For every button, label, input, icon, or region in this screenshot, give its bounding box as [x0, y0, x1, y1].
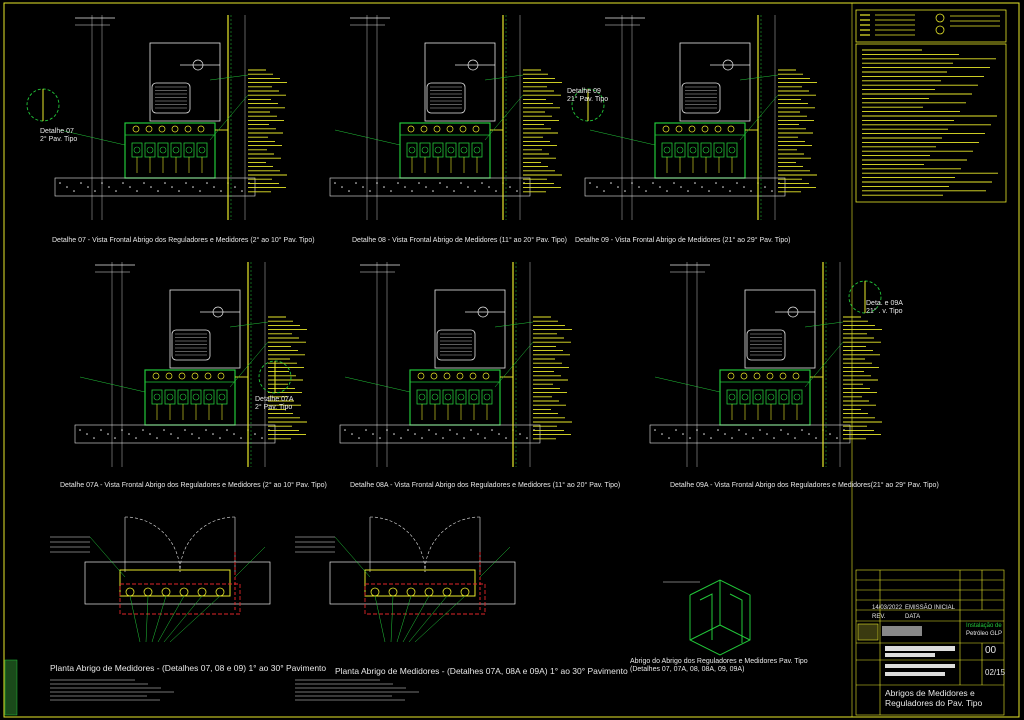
tb-sheet-number: 00 — [985, 645, 997, 656]
plan-group — [295, 516, 516, 701]
plan-views — [50, 516, 516, 701]
elevation-group — [329, 15, 562, 220]
legend-box — [855, 9, 1007, 203]
elevation-caption-09: Detalhe 09 - Vista Frontal Abrigo de Med… — [575, 237, 791, 244]
elevation-details — [26, 15, 882, 467]
tb-row1-date: 14/03/2022 — [872, 605, 903, 611]
title-block — [855, 569, 1005, 716]
tb-row2-date: DATA — [905, 614, 921, 620]
elevation-group — [74, 262, 307, 467]
elevation-caption-07a: Detalhe 07A - Vista Frontal Abrigo dos R… — [60, 482, 327, 489]
elevation-caption-09a: Detalhe 09A - Vista Frontal Abrigo dos R… — [670, 482, 939, 489]
tb-installation-label: Instalação de — [966, 623, 1002, 629]
iso-caption: Abrigo do Abrigo dos Reguladores e Medid… — [630, 658, 808, 673]
elevation-group — [339, 262, 572, 467]
elevation-group — [26, 15, 287, 220]
plan-group — [50, 516, 271, 701]
elevation-caption-08: Detalhe 08 - Vista Frontal Abrigo de Med… — [352, 237, 567, 244]
tb-row1-desc: EMISSÃO INICIAL — [905, 605, 956, 611]
elevation-caption-07: Detalhe 07 - Vista Frontal Abrigo dos Re… — [52, 237, 315, 244]
elevation-group — [571, 15, 817, 220]
isometric-sketch — [663, 579, 751, 656]
plan-caption-left: Planta Abrigo de Medidores - (Detalhes 0… — [50, 663, 327, 673]
layer-swatches — [4, 659, 18, 716]
tb-page: 02/15 — [985, 668, 1006, 677]
elevation-group — [649, 262, 882, 467]
tb-installation-value: Petróleo GLP — [966, 631, 1003, 637]
tb-row2-rev: REV. — [872, 614, 886, 620]
plan-caption-right: Planta Abrigo de Medidores - (Detalhes 0… — [335, 666, 628, 676]
sheet-border — [3, 2, 1020, 718]
elevation-caption-08a: Detalhe 08A - Vista Frontal Abrigo dos R… — [350, 482, 621, 489]
